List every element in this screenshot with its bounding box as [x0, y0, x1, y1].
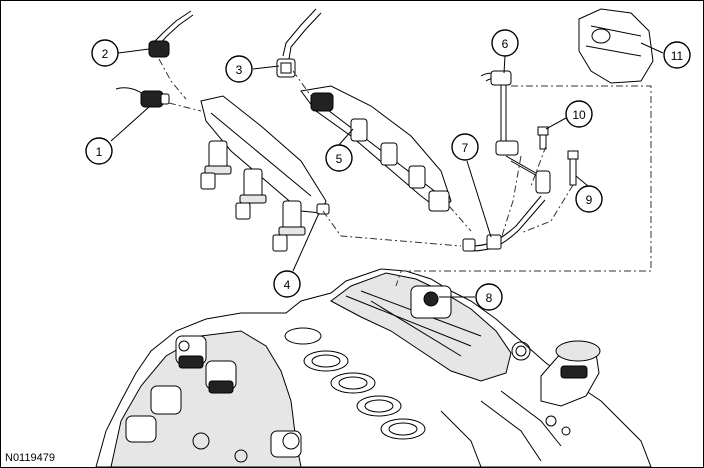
engine-assembly — [95, 268, 652, 467]
fuel-injector — [200, 140, 232, 190]
callout-4-label: 4 — [284, 278, 291, 292]
bolt-9 — [567, 150, 579, 186]
fuel-supply-tube — [462, 70, 551, 252]
callout-10-label: 10 — [572, 108, 586, 122]
callout-9-label: 9 — [586, 193, 593, 207]
callout-1-label: 1 — [96, 145, 103, 159]
leader-lines — [110, 42, 664, 298]
callout-10: 10 — [565, 100, 593, 128]
callout-4: 4 — [273, 270, 301, 298]
callout-8: 8 — [475, 283, 503, 311]
fuel-injector — [272, 200, 306, 252]
callout-3: 3 — [225, 55, 253, 83]
callout-7: 7 — [451, 133, 479, 161]
bolt-10 — [537, 126, 549, 150]
electrical-connector-2 — [148, 10, 194, 58]
callout-6: 6 — [491, 29, 519, 57]
callout-2: 2 — [91, 39, 119, 67]
right-fuel-rail — [300, 85, 452, 212]
callout-2-label: 2 — [102, 47, 109, 61]
routing-lines — [158, 58, 652, 287]
callout-3-label: 3 — [236, 63, 243, 77]
electrical-connector-1 — [115, 87, 170, 108]
cover-11 — [578, 8, 654, 84]
figure-id: N0119479 — [5, 452, 55, 464]
electrical-connector-3 — [276, 8, 322, 78]
callout-1: 1 — [85, 137, 113, 165]
callout-11: 11 — [663, 41, 691, 69]
left-fuel-rail — [200, 95, 330, 252]
callout-5: 5 — [325, 144, 353, 172]
callout-6-label: 6 — [502, 37, 509, 51]
callout-7-label: 7 — [462, 141, 469, 155]
fuel-injector — [235, 168, 267, 220]
callout-9: 9 — [575, 185, 603, 213]
callout-11-label: 11 — [671, 49, 684, 63]
callout-8-label: 8 — [486, 291, 493, 305]
callout-5-label: 5 — [336, 152, 343, 166]
